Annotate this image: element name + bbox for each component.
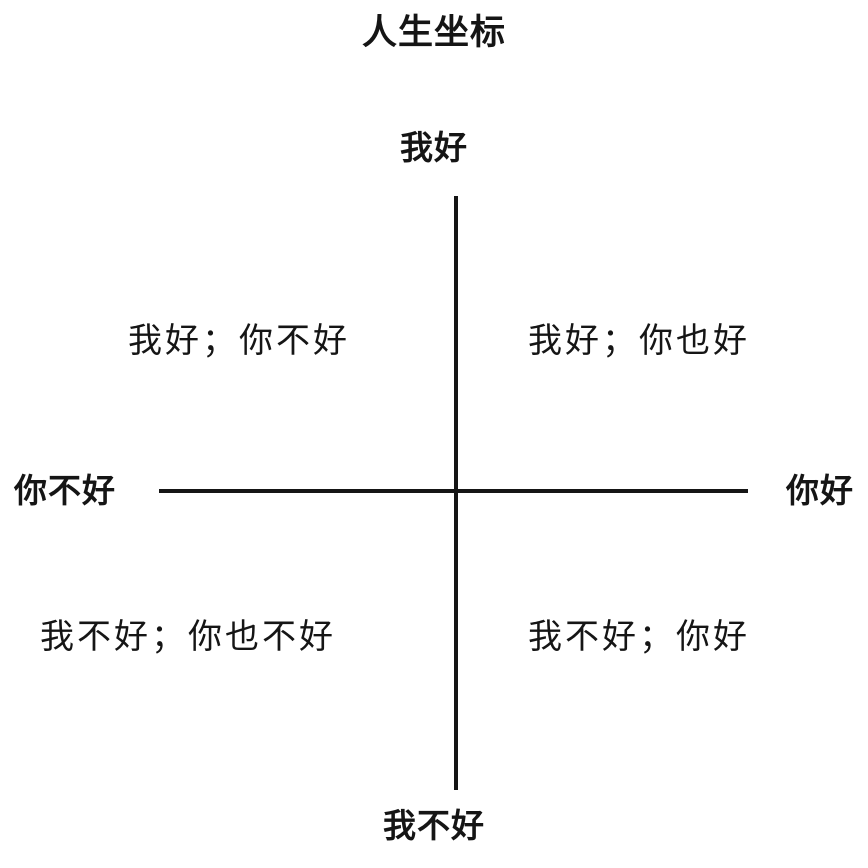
- quadrant-label-bottom-right: 我不好；你好: [528, 619, 750, 656]
- axis-label-left: 你不好: [14, 472, 116, 509]
- vertical-axis-line: [454, 196, 458, 790]
- quadrant-label-top-left: 我好；你不好: [128, 323, 350, 360]
- axis-label-right: 你好: [786, 472, 854, 509]
- quadrant-label-top-right: 我好；你也好: [528, 323, 750, 360]
- horizontal-axis-line: [159, 489, 748, 493]
- axis-label-bottom: 我不好: [383, 807, 485, 844]
- quadrant-label-bottom-left: 我不好；你也不好: [40, 619, 336, 656]
- page-title: 人生坐标: [361, 13, 506, 52]
- axis-label-top: 我好: [400, 129, 468, 166]
